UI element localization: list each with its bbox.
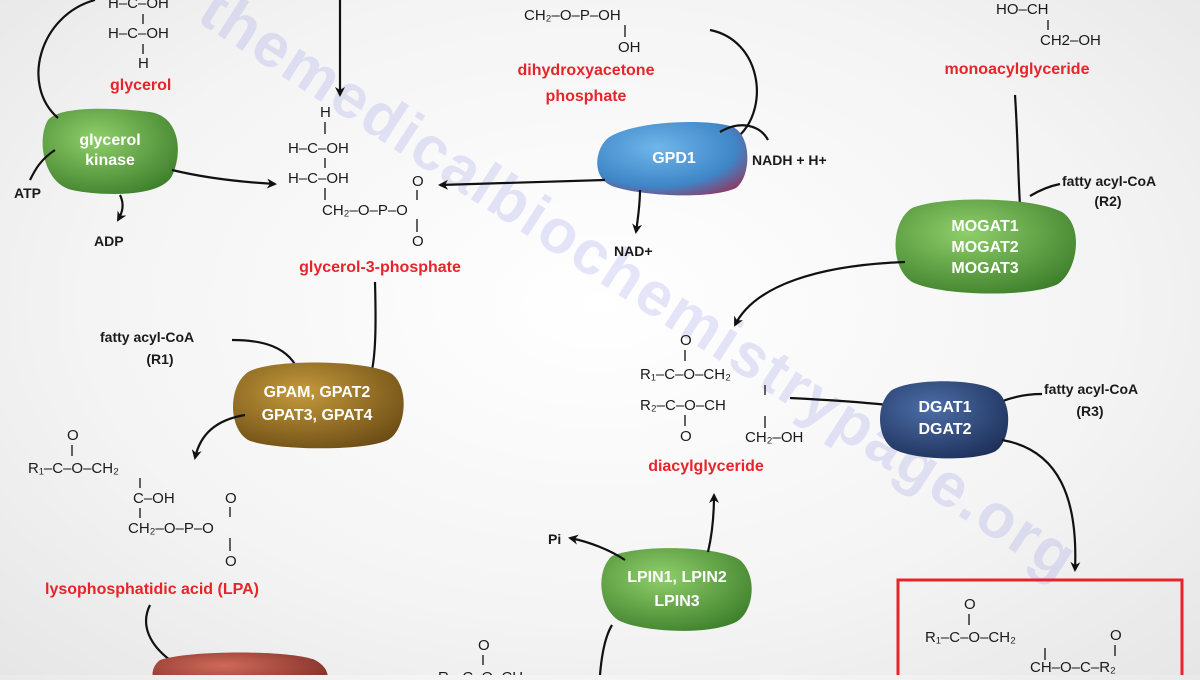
gpd1-enzyme: GPD1 xyxy=(597,122,748,196)
mag-name: monoacylglyceride xyxy=(945,61,1090,78)
acyl-r3-line2: (R3) xyxy=(1076,403,1103,419)
dhap-structure: CH₂–O–P–OH OH xyxy=(524,7,641,56)
acyl-r1-line2: (R1) xyxy=(146,351,173,367)
lpin-line2: LPIN3 xyxy=(654,593,699,610)
g3p-structure: H H–C–OH H–C–OH CH₂–O–P–O O O xyxy=(288,104,424,250)
glycerol-kinase-line2: kinase xyxy=(85,152,135,169)
acyl-r2-line1: fatty acyl-CoA xyxy=(1062,173,1156,189)
gpd1-label: GPD1 xyxy=(652,150,696,167)
svg-text:CH₂–O–P–O: CH₂–O–P–O xyxy=(322,202,408,219)
svg-text:O: O xyxy=(680,332,692,349)
dhap-oh: OH xyxy=(618,39,641,56)
dag-name: diacylglyceride xyxy=(648,458,764,475)
acyl-r1-line1: fatty acyl-CoA xyxy=(100,329,194,345)
glycerol-kinase-line1: glycerol xyxy=(79,132,140,149)
svg-text:CH₂–O–P–O: CH₂–O–P–O xyxy=(128,520,214,537)
bottom-molecule-partial: O R₁–C–O–CH₂ xyxy=(438,637,529,680)
mogat-line2: MOGAT2 xyxy=(951,239,1018,256)
svg-text:R₁–C–O–CH₂: R₁–C–O–CH₂ xyxy=(640,366,731,383)
mogat-line1: MOGAT1 xyxy=(951,218,1018,235)
svg-text:R₁–C–O–CH₂: R₁–C–O–CH₂ xyxy=(28,460,119,477)
svg-text:O: O xyxy=(412,233,424,250)
svg-text:O: O xyxy=(225,553,237,570)
glycerol-kinase-enzyme: glycerol kinase xyxy=(42,108,178,195)
lpin-line1: LPIN1, LPIN2 xyxy=(627,569,727,586)
svg-text:O: O xyxy=(412,173,424,190)
svg-text:C–OH: C–OH xyxy=(133,490,175,507)
nadh-label: NADH + H+ xyxy=(752,152,827,168)
svg-text:O: O xyxy=(964,596,976,613)
glycerol-structure: H–C–OH H–C–OH H xyxy=(108,0,169,72)
mag-line2: CH2–OH xyxy=(1040,32,1101,49)
svg-text:CH–O–C–R₂: CH–O–C–R₂ xyxy=(1030,659,1116,675)
dhap-name-line1: dihydroxyacetone xyxy=(518,62,655,79)
acyl-r3-line1: fatty acyl-CoA xyxy=(1044,381,1138,397)
svg-text:H: H xyxy=(320,104,331,121)
watermark: themedicalbiochemistrypage.org xyxy=(187,0,1090,594)
mogat-enzyme: MOGAT1 MOGAT2 MOGAT3 xyxy=(895,199,1076,294)
acyl-r2-line2: (R2) xyxy=(1094,193,1121,209)
g3p-name: glycerol-3-phosphate xyxy=(299,259,461,276)
dgat-line1: DGAT1 xyxy=(918,399,971,416)
lpin-enzyme: LPIN1, LPIN2 LPIN3 xyxy=(601,548,752,631)
nad-label: NAD+ xyxy=(614,243,653,259)
svg-text:O: O xyxy=(67,427,79,444)
glycerol-name: glycerol xyxy=(110,77,171,94)
gpat-line2: GPAT3, GPAT4 xyxy=(262,407,373,424)
dgat-enzyme: DGAT1 DGAT2 xyxy=(880,381,1009,459)
svg-text:H–C–OH: H–C–OH xyxy=(288,140,349,157)
svg-text:O: O xyxy=(680,428,692,445)
svg-text:R₁–C–O–CH₂: R₁–C–O–CH₂ xyxy=(925,629,1016,646)
svg-text:CH₂–O–P–OH: CH₂–O–P–OH xyxy=(524,7,621,24)
atp-label: ATP xyxy=(14,185,41,201)
svg-text:R₁–C–O–CH₂: R₁–C–O–CH₂ xyxy=(438,669,529,675)
dhap-name-line2: phosphate xyxy=(546,88,627,105)
svg-text:O: O xyxy=(478,637,490,654)
dag-structure: O R₁–C–O–CH₂ R₂–C–O–CH O CH₂–OH xyxy=(640,332,803,446)
mogat-line3: MOGAT3 xyxy=(951,260,1018,277)
lpa-structure: O R₁–C–O–CH₂ C–OH CH₂–O–P–O O O xyxy=(28,427,237,570)
dgat-line2: DGAT2 xyxy=(918,421,971,438)
glycerol-line3: H xyxy=(138,55,149,72)
svg-text:O: O xyxy=(225,490,237,507)
svg-text:O: O xyxy=(1110,627,1122,644)
adp-label: ADP xyxy=(94,233,124,249)
svg-text:R₂–C–O–CH: R₂–C–O–CH xyxy=(640,397,726,414)
pi-label: Pi xyxy=(548,531,561,547)
tag-structure: O R₁–C–O–CH₂ O CH–O–C–R₂ xyxy=(925,596,1122,676)
lpa-name: lysophosphatidic acid (LPA) xyxy=(45,581,259,598)
glycerol-line2: H–C–OH xyxy=(108,25,169,42)
svg-text:H–C–OH: H–C–OH xyxy=(288,170,349,187)
glycerol-line1: H–C–OH xyxy=(108,0,169,12)
gpat-enzyme: GPAM, GPAT2 GPAT3, GPAT4 xyxy=(233,362,404,449)
monoacylglyceride-structure: HO–CH CH2–OH xyxy=(996,1,1101,49)
svg-text:CH₂–OH: CH₂–OH xyxy=(745,429,803,446)
gpat-line1: GPAM, GPAT2 xyxy=(264,384,371,401)
triacylglyceride-box xyxy=(896,578,1184,680)
mag-line1: HO–CH xyxy=(996,1,1049,18)
bottom-left-enzyme xyxy=(152,652,328,680)
